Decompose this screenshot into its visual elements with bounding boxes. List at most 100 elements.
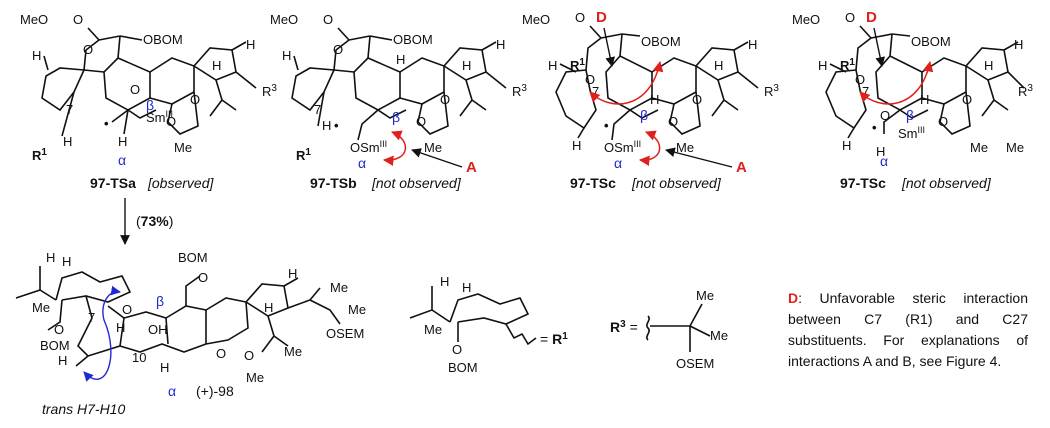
atom-r1: R1 — [840, 57, 855, 73]
label-beta: β — [392, 109, 400, 125]
atom-me: Me — [330, 280, 348, 295]
product-98-labels: H H Me O BOM H 7 H O OH 10 H BOM O H H O… — [32, 250, 366, 417]
caption-97-TSc: 97-TSc — [840, 175, 886, 191]
r3-equals: R3 = — [610, 319, 638, 335]
atom-r3: R3 — [512, 83, 527, 99]
caption-97-TSa: 97-TSa — [90, 175, 136, 191]
r1-equals: = R1 — [540, 331, 568, 347]
atom-o: O — [73, 12, 83, 27]
radical-dot: • — [872, 120, 877, 135]
atom-o: O — [668, 114, 678, 129]
atom-h: H — [322, 118, 331, 133]
structure-97-TSb-labels: MeO O O OBOM H H H R3 H H R1 7 O O Me OS… — [270, 12, 527, 191]
atom-o: O — [190, 92, 200, 107]
atom-h: H — [32, 48, 41, 63]
atom-o: O — [122, 302, 132, 317]
atom-h: H — [462, 58, 471, 73]
atom-r3: R3 — [1018, 83, 1033, 99]
atom-r3: R3 — [764, 83, 779, 99]
atom-h: H — [116, 320, 125, 335]
red-arrow-interaction-d — [859, 60, 934, 105]
arrow-interaction-a — [411, 148, 463, 168]
atom-h: H — [440, 274, 449, 289]
atom-h: H — [876, 144, 885, 159]
structure-97-TSb — [291, 27, 507, 141]
atom-bom: BOM — [178, 250, 208, 265]
atom-sm: SmIII — [898, 125, 925, 141]
r3-definition-labels: R3 = Me Me OSEM — [610, 288, 728, 371]
atom-c7: 7 — [66, 102, 73, 117]
atom-me: Me — [424, 140, 442, 155]
label-beta: β — [156, 293, 164, 309]
atom-o: O — [323, 12, 333, 27]
arrow-interaction-d — [873, 27, 885, 67]
structure-97-TSa — [41, 27, 257, 137]
status-97-TSc: [not observed] — [901, 175, 992, 191]
atom-r1: R1 — [296, 147, 311, 163]
atom-meo: MeO — [792, 12, 820, 27]
arrow-interaction-d — [603, 27, 615, 67]
r3-definition — [646, 303, 711, 352]
atom-o: O — [692, 92, 702, 107]
atom-me: Me — [696, 288, 714, 303]
atom-o: O — [938, 114, 948, 129]
atom-o: O — [83, 42, 93, 57]
atom-o: O — [130, 82, 140, 97]
atom-me: Me — [284, 344, 302, 359]
status-97-TSb: [not observed] — [371, 175, 462, 191]
atom-h: H — [650, 92, 659, 107]
atom-h: H — [62, 254, 71, 269]
atom-o: O — [440, 92, 450, 107]
atom-me: Me — [424, 322, 442, 337]
atom-h: H — [46, 250, 55, 265]
atom-h: H — [1014, 37, 1023, 52]
red-arrow-interaction-a — [382, 130, 407, 166]
reaction-yield: (73%) — [136, 213, 173, 229]
atom-obom: OBOM — [393, 32, 433, 47]
atom-osm: OSmIII — [604, 139, 641, 155]
atom-h: H — [160, 360, 169, 375]
structure-97-TSc-1-labels: MeO O O OBOM H H H R3 H R1 H 7 O O Me OS… — [522, 9, 779, 191]
atom-o: O — [962, 92, 972, 107]
atom-h: H — [288, 266, 297, 281]
interaction-label-a: A — [736, 159, 747, 176]
atom-h: H — [212, 58, 221, 73]
atom-o: O — [452, 342, 462, 357]
atom-o: O — [845, 10, 855, 25]
atom-h: H — [714, 58, 723, 73]
atom-h: H — [396, 52, 405, 67]
atom-o: O — [216, 346, 226, 361]
atom-o: O — [880, 108, 890, 123]
label-alpha: α — [168, 383, 176, 399]
atom-r3: R3 — [262, 83, 277, 99]
atom-o: O — [416, 114, 426, 129]
atom-h: H — [748, 37, 757, 52]
status-97-TSc: [not observed] — [631, 175, 722, 191]
radical-dot: • — [334, 118, 339, 133]
atom-meo: MeO — [270, 12, 298, 27]
atom-o: O — [575, 10, 585, 25]
arrow-interaction-a — [665, 147, 733, 168]
note-label: D — [788, 290, 799, 306]
label-alpha: α — [358, 155, 366, 171]
label-beta: β — [146, 97, 154, 113]
label-alpha: α — [118, 152, 126, 168]
red-arrow-interaction-d — [589, 60, 664, 105]
atom-o: O — [198, 270, 208, 285]
radical-dot: • — [104, 116, 109, 131]
atom-h: H — [462, 280, 471, 295]
structure-97-TSa-labels: MeO O O OBOM H H R3 H H R1 7 O O O SmIII… — [20, 12, 277, 191]
atom-me: Me — [1006, 140, 1024, 155]
atom-o: O — [54, 322, 64, 337]
radical-dot: • — [604, 118, 609, 133]
atom-oh: OH — [148, 322, 168, 337]
blue-arrow-trans-relation — [83, 285, 121, 382]
atom-h: H — [548, 58, 557, 73]
atom-meo: MeO — [20, 12, 48, 27]
interaction-note: D: Unfavorable steric interaction betwee… — [788, 288, 1028, 372]
atom-h: H — [264, 300, 273, 315]
label-alpha: α — [880, 153, 888, 169]
r1-definition — [409, 286, 537, 346]
atom-h: H — [58, 353, 67, 368]
